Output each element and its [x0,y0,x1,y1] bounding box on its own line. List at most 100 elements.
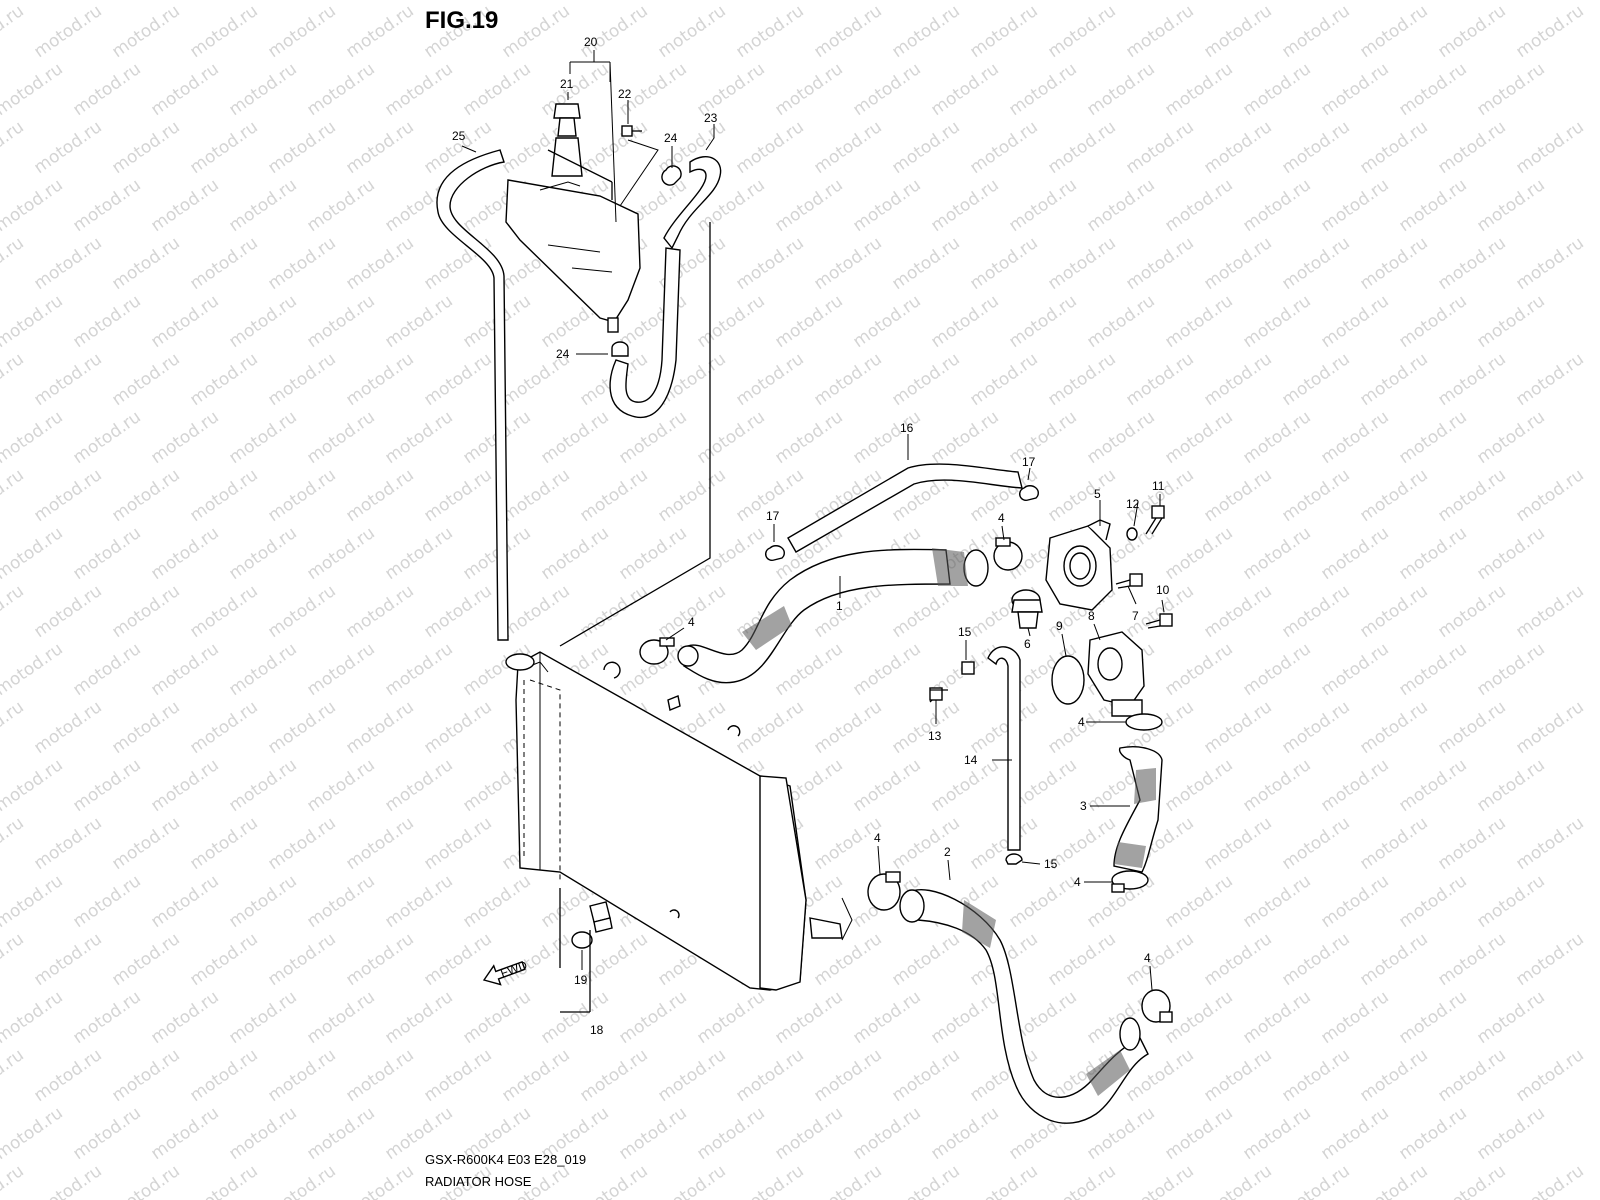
watermark-text: motod.ru [0,465,28,526]
watermark-text: motod.ru [1200,1,1275,62]
watermark-text: motod.ru [342,1045,417,1106]
watermark-text: motod.ru [1005,0,1080,4]
callout-25: 25 [452,129,466,143]
watermark-text: motod.ru [147,175,222,236]
upper-radiator-hose-1 [677,548,989,684]
diagram-caption: RADIATOR HOSE [425,1174,532,1189]
watermark-text: motod.ru [1434,349,1509,410]
watermark-text: motod.ru [1434,117,1509,178]
callout-4-right-upper: 4 [1078,715,1085,729]
watermark-text: motod.ru [1161,407,1236,468]
watermark-text: motod.ru [1356,581,1431,642]
watermark-text: motod.ru [186,813,261,874]
watermark-text: motod.ru [498,1045,573,1106]
watermark-text: motod.ru [0,0,67,4]
watermark-text: motod.ru [927,407,1002,468]
watermark-text: motod.ru [147,639,222,700]
watermark-text: motod.ru [303,59,378,120]
watermark-text: motod.ru [849,407,924,468]
watermark-text: motod.ru [303,871,378,932]
watermark-text: motod.ru [1512,117,1587,178]
clamp-17-left [764,545,785,562]
watermark-text: motod.ru [30,697,105,758]
watermark-text: motod.ru [459,0,534,4]
watermark-text: motod.ru [576,581,651,642]
clamp-17-right [1018,485,1039,502]
watermark-text: motod.ru [1473,1103,1548,1164]
watermark-text: motod.ru [1044,233,1119,294]
watermark-text: motod.ru [303,523,378,584]
watermark-text: motod.ru [303,175,378,236]
watermark-text: motod.ru [342,1161,417,1200]
callout-15-lower: 15 [1044,857,1058,871]
watermark-text: motod.ru [1278,813,1353,874]
callout-8: 8 [1088,609,1095,623]
clamp-4-lower-left [867,871,901,911]
watermark-text: motod.ru [576,1,651,62]
callout-5: 5 [1094,487,1101,501]
clamp-4-upper-left [639,637,675,665]
watermark-text: motod.ru [381,523,456,584]
watermark-text: motod.ru [1200,465,1275,526]
watermark-text: motod.ru [303,0,378,4]
watermark-text: motod.ru [1161,175,1236,236]
watermark-text: motod.ru [30,1161,105,1200]
watermark-text: motod.ru [459,59,534,120]
watermark-text: motod.ru [1473,987,1548,1048]
watermark-text: motod.ru [1395,175,1470,236]
watermark-text: motod.ru [147,523,222,584]
clamp-4-lower-right [1141,989,1173,1023]
watermark-text: motod.ru [732,1045,807,1106]
watermark-text: motod.ru [615,1103,690,1164]
watermark-text: motod.ru [108,117,183,178]
watermark-text: motod.ru [966,813,1041,874]
watermark-text: motod.ru [1200,929,1275,990]
watermark-text: motod.ru [1200,117,1275,178]
watermark-text: motod.ru [1356,1161,1431,1200]
callout-6: 6 [1024,637,1031,651]
watermark-text: motod.ru [1161,1103,1236,1164]
watermark-text: motod.ru [1161,523,1236,584]
watermark-text: motod.ru [264,697,339,758]
watermark-text: motod.ru [927,987,1002,1048]
watermark-text: motod.ru [69,407,144,468]
watermark-text: motod.ru [1356,813,1431,874]
watermark-text: motod.ru [1083,0,1158,4]
callout-9: 9 [1056,619,1063,633]
watermark-text: motod.ru [498,465,573,526]
lower-radiator-hose-2 [899,889,1149,1124]
watermark-text: motod.ru [888,813,963,874]
watermark-text: motod.ru [888,117,963,178]
watermark-text: motod.ru [420,697,495,758]
watermark-text: motod.ru [1473,639,1548,700]
watermark-text: motod.ru [342,697,417,758]
watermark-text: motod.ru [1512,697,1587,758]
watermark-text: motod.ru [927,1103,1002,1164]
watermark-text: motod.ru [888,233,963,294]
watermark-text: motod.ru [381,639,456,700]
callout-13: 13 [928,729,942,743]
leader-lines [461,50,1165,991]
watermark-text: motod.ru [1356,465,1431,526]
callout-15-upper: 15 [958,625,972,639]
watermark-text: motod.ru [69,639,144,700]
watermark-text: motod.ru [1044,1,1119,62]
callout-16: 16 [900,421,914,435]
watermark-text: motod.ru [1512,233,1587,294]
drain-plug-18 [559,888,613,1013]
watermark-text: motod.ru [225,755,300,816]
watermark-text: motod.ru [654,1,729,62]
reservoir-tank [505,179,641,333]
watermark-text: motod.ru [342,117,417,178]
watermark-text: motod.ru [927,291,1002,352]
watermark-text: motod.ru [147,0,222,4]
callout-2: 2 [944,845,951,859]
watermark-text: motod.ru [732,1161,807,1200]
watermark-text: motod.ru [1122,349,1197,410]
watermark-text: motod.ru [0,117,28,178]
watermark-text: motod.ru [1434,1,1509,62]
watermark-text: motod.ru [1317,871,1392,932]
watermark-text: motod.ru [459,987,534,1048]
watermark-text: motod.ru [1239,175,1314,236]
watermark-text: motod.ru [108,813,183,874]
